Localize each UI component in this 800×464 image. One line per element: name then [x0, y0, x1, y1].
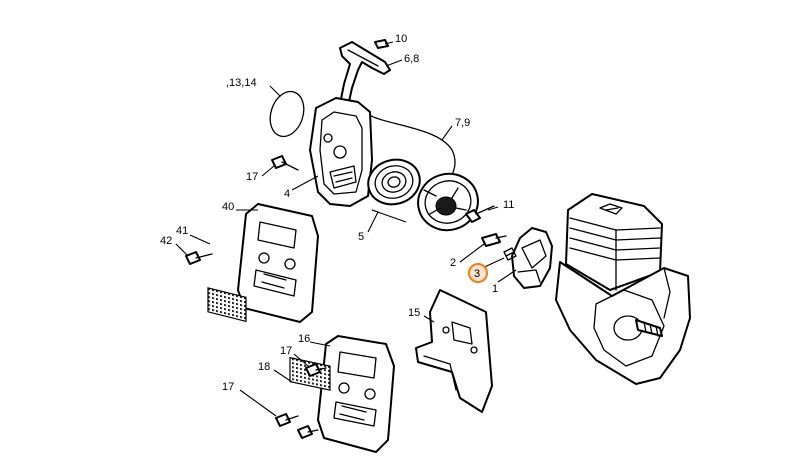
label-17-bottom: 17: [222, 381, 234, 393]
spring-clip[interactable]: [503, 247, 517, 261]
label-17-top: 17: [246, 171, 258, 183]
spark-arrestor-screen-upper[interactable]: [207, 287, 247, 323]
rope-rotor[interactable]: [412, 167, 484, 237]
label-11: 11: [503, 199, 514, 211]
baffle-plate[interactable]: [415, 289, 493, 413]
spark-plug[interactable]: [481, 233, 507, 247]
muffler-lower[interactable]: [317, 335, 395, 453]
label-7-9: 7,9: [455, 117, 470, 129]
crankcase[interactable]: [555, 261, 691, 385]
label-13-14: ,13,14: [226, 77, 257, 89]
muffler-screw-lower-b[interactable]: [275, 413, 299, 427]
label-10: 10: [395, 33, 407, 45]
label-4: 4: [284, 188, 290, 200]
rotor-screw[interactable]: [465, 205, 495, 223]
label-3-highlighted: 3: [474, 268, 480, 280]
leader-lines: [175, 41, 517, 417]
engine-cylinder[interactable]: [565, 193, 663, 291]
label-2: 2: [450, 257, 456, 269]
housing-gasket-ring[interactable]: [265, 87, 310, 141]
label-41: 41: [176, 225, 188, 237]
ignition-module[interactable]: [511, 227, 553, 289]
housing-screw[interactable]: [271, 155, 299, 171]
label-40: 40: [222, 201, 234, 213]
label-5: 5: [358, 231, 364, 243]
label-42: 42: [160, 235, 172, 247]
label-17-mid: 17: [280, 345, 292, 357]
fan-housing[interactable]: [309, 97, 373, 207]
highlight-marker[interactable]: [468, 263, 488, 283]
muffler-screw-lower-a[interactable]: [305, 363, 327, 377]
rewind-spring[interactable]: [363, 154, 425, 210]
muffler-upper[interactable]: [237, 203, 319, 323]
rope-guide-bushing[interactable]: [374, 39, 389, 49]
label-15: 15: [408, 307, 420, 319]
starter-rope: [375, 117, 456, 181]
label-18: 18: [258, 361, 270, 373]
label-16: 16: [298, 333, 310, 345]
muffler-screw-upper[interactable]: [185, 251, 213, 265]
label-6-8: 6,8: [404, 53, 419, 65]
muffler-screw-lower-c[interactable]: [297, 425, 319, 439]
label-1: 1: [492, 283, 498, 295]
